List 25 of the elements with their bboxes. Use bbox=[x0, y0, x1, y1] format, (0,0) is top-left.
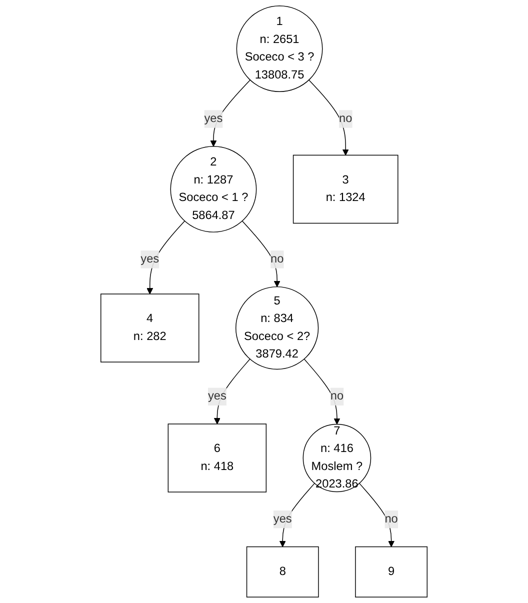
node-circle: 5 n: 834 Soceco < 2? 3879.42 bbox=[235, 286, 319, 370]
node-circle: 2 n: 1287 Soceco < 1 ? 5864.87 bbox=[170, 146, 257, 232]
node-box: 9 bbox=[355, 546, 428, 598]
edge-label: no bbox=[270, 252, 284, 266]
arrow bbox=[146, 220, 186, 294]
edge-label: yes bbox=[273, 512, 292, 526]
arrow bbox=[214, 358, 250, 424]
node-box: 4 n: 282 bbox=[100, 294, 200, 362]
arrow bbox=[308, 80, 349, 156]
arrow bbox=[358, 482, 395, 548]
node-circle: 1 n: 2651 Soceco < 3 ? 13808.75 bbox=[236, 6, 323, 92]
edge-label: no bbox=[384, 512, 398, 526]
arrow bbox=[304, 358, 340, 424]
node-box: 8 bbox=[246, 546, 319, 598]
edge-label: no bbox=[330, 390, 344, 403]
node-box: 6 n: 418 bbox=[168, 424, 267, 492]
node-circle: 7 n: 416 Moslem ? 2023.86 bbox=[302, 424, 372, 492]
edge-label: yes bbox=[140, 252, 160, 266]
edge-label: no bbox=[339, 112, 352, 125]
arrow bbox=[210, 80, 251, 147]
edge-label: yes bbox=[208, 390, 226, 403]
edge-label: yes bbox=[204, 112, 223, 125]
node-box: 3 n: 1324 bbox=[292, 154, 398, 224]
arrow bbox=[279, 482, 315, 548]
arrow bbox=[242, 220, 280, 288]
